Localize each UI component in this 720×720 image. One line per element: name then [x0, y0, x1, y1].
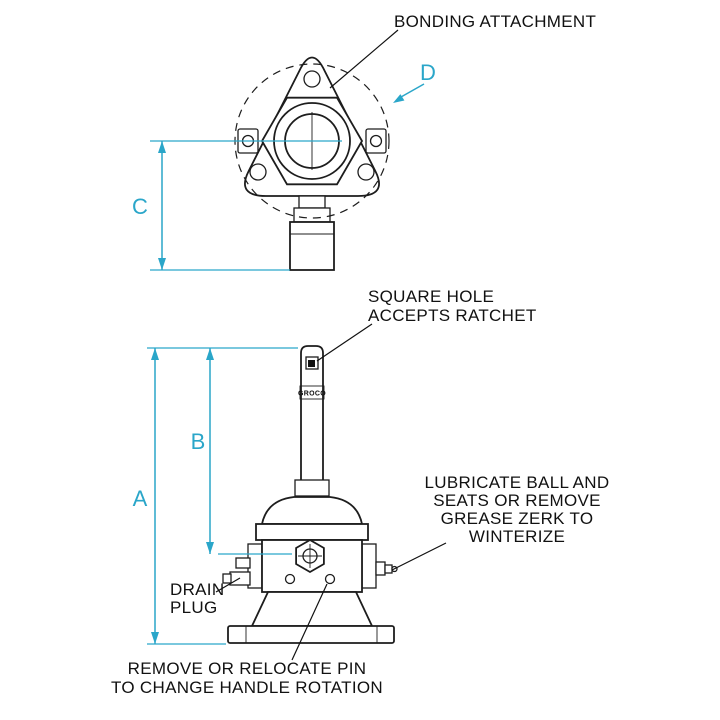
- side-view: GROCO: [147, 323, 447, 661]
- handle-pin-right: [324, 573, 336, 585]
- dim-b-arrow-top: [206, 348, 214, 360]
- zerk-hex: [384, 564, 393, 574]
- pin-leader: [291, 583, 328, 661]
- bonding-terminal-right: [365, 128, 387, 154]
- bonding-attachment-label: BONDING ATTACHMENT: [394, 12, 596, 31]
- bolt-hole-top: [303, 70, 321, 88]
- dim-letter-d: D: [420, 60, 436, 85]
- labels: BONDING ATTACHMENT SQUARE HOLE ACCEPTS R…: [111, 12, 609, 697]
- dim-c-arrow-top: [158, 141, 166, 153]
- lubricate-label-line1: LUBRICATE BALL AND: [425, 473, 610, 492]
- handle-collar: [294, 479, 330, 497]
- relocate-pin-label-line2: TO CHANGE HANDLE ROTATION: [111, 678, 383, 697]
- bonding-leader-line: [329, 29, 399, 89]
- terminal-right-screw: [369, 134, 383, 148]
- dim-c-arrow-bottom: [158, 258, 166, 270]
- drain-leader: [215, 577, 241, 593]
- drain-plug-label-line1: DRAIN: [170, 580, 224, 599]
- barb-step: [293, 207, 331, 223]
- base-skirt: [250, 591, 374, 627]
- dimension-a: [147, 347, 298, 645]
- bonnet-band: [255, 523, 369, 541]
- drain-plug-label-line2: PLUG: [170, 598, 218, 617]
- dim-a-arrow-bottom: [151, 632, 159, 644]
- lubricate-label-line3: GREASE ZERK TO: [441, 509, 594, 528]
- bolt-hole-right: [357, 163, 375, 181]
- dim-d-arrow-line: [400, 83, 425, 98]
- lubricate-leader: [391, 542, 447, 571]
- lubricate-label-line2: SEATS OR REMOVE: [433, 491, 601, 510]
- dimension-b: [206, 348, 292, 555]
- base-flange: [227, 625, 395, 644]
- dim-a-arrow-top: [151, 348, 159, 360]
- bonnet-dome: [260, 496, 364, 525]
- brand-plate: [299, 385, 325, 400]
- dim-b-arrow-bottom: [206, 542, 214, 554]
- grease-zerk-fitting: [375, 561, 398, 576]
- brand-label: GROCO: [298, 391, 326, 398]
- drain-plug-fitting: [222, 557, 251, 586]
- dim-d-arrowhead: [393, 94, 405, 103]
- barb-cylinder: [289, 221, 335, 271]
- valve-handle: [300, 345, 324, 483]
- lubricate-label-line4: WINTERIZE: [469, 527, 565, 546]
- barb-neck: [298, 195, 326, 209]
- square-hole-leader: [316, 323, 373, 362]
- drain-plug-cap: [222, 573, 232, 584]
- bolt-hole-left: [249, 163, 267, 181]
- dimension-c: [150, 140, 342, 271]
- dim-letter-c: C: [132, 194, 148, 219]
- drain-plug-upper: [235, 557, 251, 569]
- body-flange-right: [361, 543, 377, 589]
- square-hole-fill: [308, 360, 315, 367]
- handle-pin-left: [284, 573, 296, 585]
- square-hole-label-line2: ACCEPTS RATCHET: [368, 306, 537, 325]
- zerk-base: [375, 561, 386, 576]
- square-hole-label-line1: SQUARE HOLE: [368, 287, 494, 306]
- top-view: [150, 29, 425, 271]
- dim-letter-a: A: [133, 486, 148, 511]
- relocate-pin-label-line1: REMOVE OR RELOCATE PIN: [128, 659, 367, 678]
- dim-letter-b: B: [191, 429, 206, 454]
- hose-barb: [289, 195, 335, 271]
